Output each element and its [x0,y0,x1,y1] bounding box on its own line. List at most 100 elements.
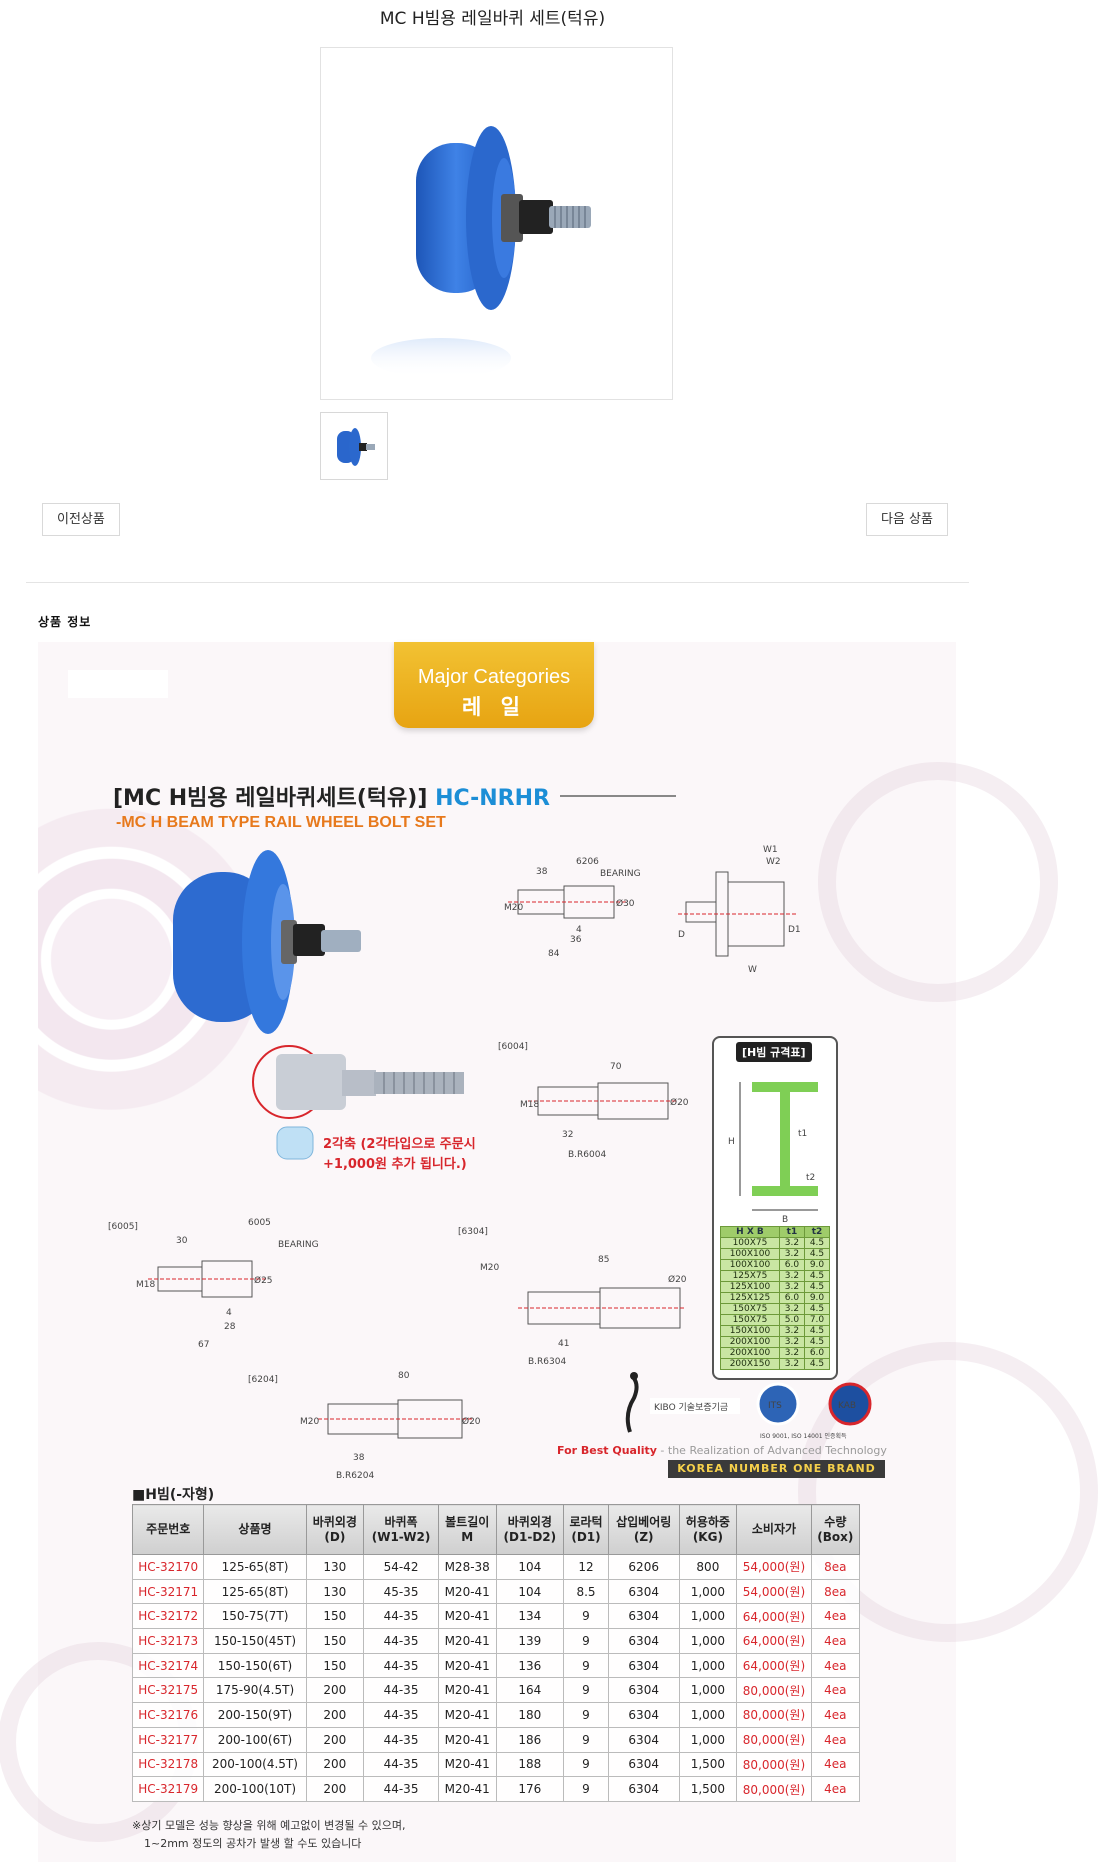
table-cell: 150 [305,1628,365,1654]
table-cell: 180 [495,1702,565,1728]
certification-logos: KIBO 기술보증기금 ITS KAB ISO 9001, ISO 14001 … [625,1372,872,1440]
hbeam-cell: 3.2 [778,1325,805,1337]
order-code-cell: HC-32176 [131,1702,205,1728]
table-header-line: (D1) [571,1529,601,1544]
table-header-line: 볼트길이 [445,1514,490,1529]
prev-product-button[interactable]: 이전상품 [42,503,120,536]
table-cell: M28-38 [437,1554,497,1580]
drawing-6304: [6304] 85 M20 Ø20 41 B.R6304 [458,1227,687,1367]
table-header-line: 로라턱 [569,1514,603,1529]
best-quality-text: For Best Quality [557,1444,657,1457]
hbeam-b: B [782,1215,788,1225]
table-cell: 6304 [607,1628,680,1654]
table-note: ※상기 모델은 성능 향상을 위해 예고없이 변경될 수 있으며, 1~2mm … [132,1817,405,1853]
table-cell: M20-41 [437,1603,497,1630]
category-banner: Major Categories 레 일 [394,642,594,728]
spec-heading-text: [MC H빔용 레일바퀴세트(턱유)] [113,786,436,811]
radius-6304: B.R6304 [528,1357,566,1367]
table-header-line: M [461,1529,474,1544]
table-header-line: 소비자가 [751,1522,797,1536]
table-header-line: 바퀴폭 [384,1514,418,1529]
rail-wheel-thumbnail [337,428,375,466]
logo-placeholder [68,670,168,698]
dia-25: Ø25 [254,1275,273,1286]
table-cell: 136 [495,1652,565,1679]
dim-4: 4 [576,925,582,935]
hbeam-cell: 4.5 [803,1336,831,1348]
table-cell: 1,000 [678,1578,738,1605]
table-cell: 188 [495,1751,565,1778]
advanced-tech-text: - the Realization of Advanced Technology [656,1444,887,1457]
hbeam-cell: 6.0 [778,1292,805,1304]
table-header-line: (Z) [633,1529,654,1544]
table-cell: 4ea [810,1628,861,1654]
table-cell: 150-150(45T) [203,1628,307,1654]
table-cell: 150 [305,1603,365,1630]
shaft-photo [252,1045,464,1119]
dim-6206: 6206 [576,857,599,867]
drawing-6005: [6005] 6005 BEARING 30 M18 Ø25 4 28 67 [108,1218,319,1350]
hbeam-cell: 4.5 [803,1270,831,1282]
dim-84: 84 [548,949,560,959]
heading-rule [560,795,676,797]
table-cell: 150-75(7T) [203,1603,307,1630]
order-code-cell: HC-32173 [131,1628,205,1654]
dim-38: 38 [536,867,548,877]
dim-36: 36 [570,935,582,945]
table-cell: 200-100(6T) [203,1726,307,1753]
next-product-button[interactable]: 다음 상품 [866,503,948,536]
table-cell: 64,000(원) [736,1628,812,1654]
table-cell: 139 [495,1628,565,1654]
table-cell: 150-150(6T) [203,1652,307,1679]
hbeam-cell: 4.5 [803,1281,831,1293]
hbeam-diagram: H B t1 t2 [728,1082,818,1225]
table-cell: 9 [563,1603,609,1630]
table-header-cell: 삽입베어링(Z) [607,1504,680,1555]
product-thumbnail[interactable] [320,412,388,480]
table-cell: 200 [305,1776,365,1802]
table-cell: 200-100(10T) [203,1776,307,1802]
dia-20-6304: Ø20 [668,1274,687,1285]
hbeam-cell: 125X75 [720,1270,780,1282]
table-cell: 125-65(8T) [203,1554,307,1580]
hbeam-cell: 3.2 [778,1248,805,1260]
table-cell: 164 [495,1677,565,1704]
thread-m20-6204: M20 [300,1417,319,1427]
bearing-label-6005: BEARING [278,1240,319,1250]
table-cell: 130 [305,1554,365,1580]
table-cell: 186 [495,1726,565,1753]
hbeam-cell: 150X100 [720,1325,780,1337]
hbeam-cell: 9.0 [803,1259,831,1271]
hbeam-cell: 3.2 [778,1347,805,1359]
main-product-image[interactable] [320,47,673,400]
table-cell: 9 [563,1776,609,1802]
iso-note: ISO 9001, ISO 14001 인증획득 [760,1432,847,1440]
table-note-line-1: ※상기 모델은 성능 향상을 위해 예고없이 변경될 수 있으며, [132,1819,406,1832]
table-cell: 80,000(원) [736,1726,812,1753]
dim-4-6005: 4 [226,1308,232,1318]
hbeam-cell: 4.5 [803,1358,831,1370]
table-cell: 6304 [607,1726,680,1753]
table-cell: 200-100(4.5T) [203,1751,307,1778]
order-code-cell: HC-32178 [131,1751,205,1778]
table-cell: 6304 [607,1578,680,1605]
square-shaft-icon [276,1126,314,1160]
table-header-line: (D) [324,1529,346,1544]
hbeam-cell: 100X100 [720,1259,780,1271]
table-header-line: 삽입베어링 [616,1514,672,1529]
kab-logo: KAB [838,1401,856,1411]
hbeam-header-cell: H X B [720,1226,780,1238]
table-cell: 6304 [607,1652,680,1679]
table-header-cell: 수량(Box) [810,1504,861,1555]
table-cell: 9 [563,1702,609,1728]
section-label: 상품 정보 [38,615,92,629]
hbeam-cell: 3.2 [778,1358,805,1370]
hbeam-cell: 200X100 [720,1347,780,1359]
hbeam-cell: 150X75 [720,1303,780,1315]
